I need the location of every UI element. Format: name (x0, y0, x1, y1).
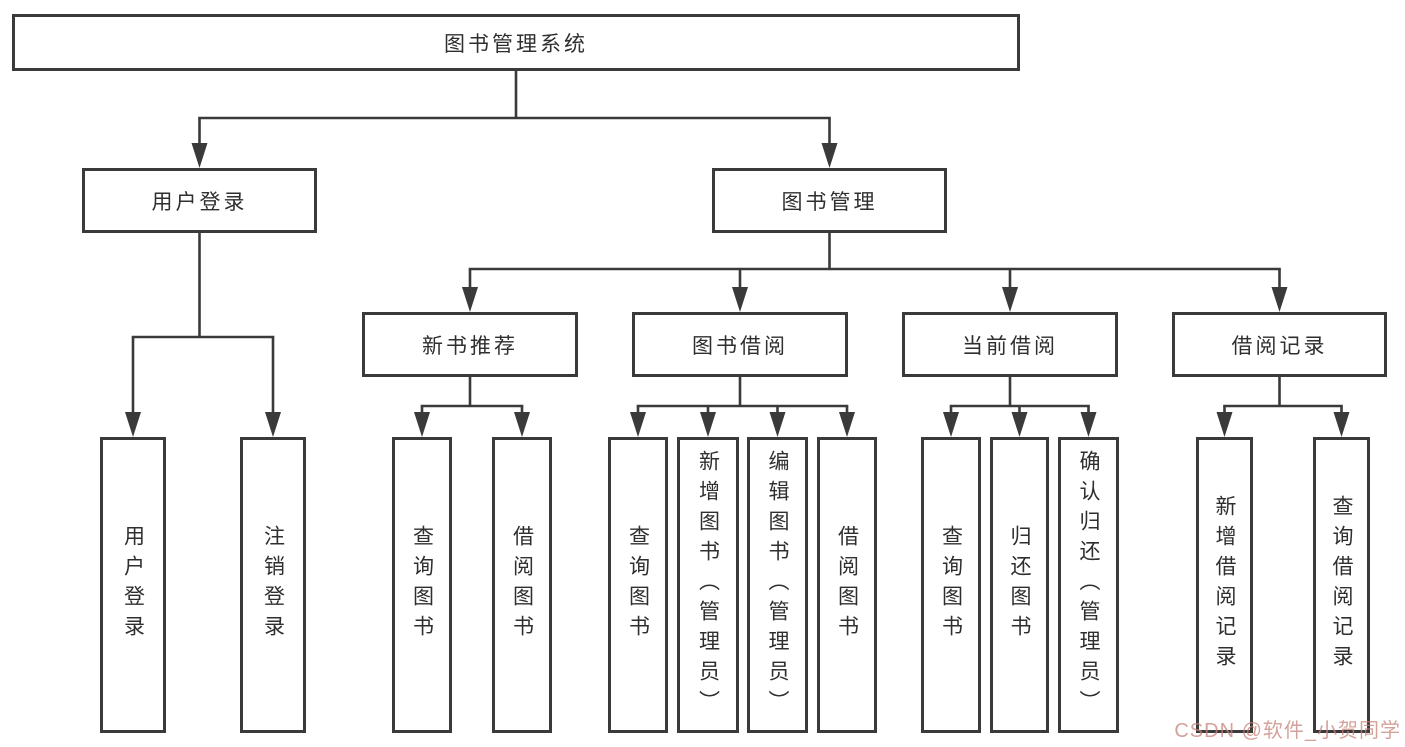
node-label: 借阅记录 (1231, 334, 1328, 358)
arrowhead-icon (630, 412, 646, 437)
node-leaf-borrow-book-1: 借阅图书 (492, 437, 552, 733)
node-label: 注销登录 (261, 525, 285, 645)
arrowhead-icon (732, 287, 748, 312)
arrowhead-icon (191, 143, 208, 168)
node-book-mgmt: 图书管理 (712, 168, 947, 233)
node-label: 查询借阅记录 (1330, 495, 1353, 675)
node-leaf-logout: 注销登录 (240, 437, 306, 733)
arrowhead-icon (769, 412, 786, 437)
arrowhead-icon (1333, 412, 1350, 437)
node-label: 当前借阅 (962, 334, 1058, 358)
node-root: 图书管理系统 (12, 14, 1020, 71)
node-label: 查询图书 (626, 525, 650, 645)
node-label: 用户登录 (151, 190, 248, 214)
node-label: 图书借阅 (692, 334, 788, 358)
node-label: 查询图书 (939, 525, 963, 645)
node-leaf-add-borrow-rec: 新增借阅记录 (1196, 437, 1253, 733)
node-book-borrow: 图书借阅 (632, 312, 848, 377)
node-leaf-query-book-3: 查询图书 (921, 437, 981, 733)
arrowhead-icon (839, 412, 855, 437)
csdn-watermark: CSDN @软件_小贺同学 (1174, 720, 1401, 742)
node-leaf-edit-book: 编辑图书（管理员） (747, 437, 808, 733)
node-label: 借阅图书 (835, 525, 859, 645)
node-new-book-recommend: 新书推荐 (362, 312, 578, 377)
node-user-login: 用户登录 (82, 168, 317, 233)
arrowhead-icon (125, 412, 141, 437)
node-label: 新增借阅记录 (1213, 495, 1236, 675)
node-label: 借阅图书 (510, 525, 534, 645)
arrowhead-icon (1271, 287, 1288, 312)
node-leaf-borrow-book-2: 借阅图书 (817, 437, 877, 733)
arrowhead-icon (943, 412, 959, 437)
node-label: 查询图书 (410, 525, 434, 645)
arrowhead-icon (414, 412, 430, 437)
arrowhead-icon (1080, 412, 1097, 437)
node-label: 图书管理 (781, 190, 878, 214)
node-label: 图书管理系统 (444, 32, 588, 56)
node-leaf-confirm-return: 确认归还（管理员） (1058, 437, 1119, 733)
arrowhead-icon (265, 412, 281, 437)
arrowhead-icon (821, 143, 838, 168)
arrowhead-icon (1011, 412, 1028, 437)
arrowhead-icon (462, 287, 478, 312)
node-label: 用户登录 (121, 525, 145, 645)
node-leaf-query-borrow-rec: 查询借阅记录 (1313, 437, 1370, 733)
arrowhead-icon (514, 412, 530, 437)
node-leaf-return-book: 归还图书 (990, 437, 1049, 733)
node-leaf-query-book-1: 查询图书 (392, 437, 452, 733)
node-leaf-user-login: 用户登录 (100, 437, 166, 733)
node-current-borrow: 当前借阅 (902, 312, 1118, 377)
node-leaf-add-book: 新增图书（管理员） (677, 437, 739, 733)
arrowhead-icon (1216, 412, 1233, 437)
node-label: 新书推荐 (422, 334, 518, 358)
node-label: 确认归还（管理员） (1077, 450, 1100, 720)
node-borrow-record: 借阅记录 (1172, 312, 1387, 377)
node-label: 新增图书（管理员） (696, 450, 720, 720)
arrowhead-icon (700, 412, 716, 437)
node-label: 归还图书 (1008, 525, 1031, 645)
arrowhead-icon (1002, 287, 1018, 312)
node-label: 编辑图书（管理员） (766, 450, 789, 720)
node-leaf-query-book-2: 查询图书 (608, 437, 668, 733)
